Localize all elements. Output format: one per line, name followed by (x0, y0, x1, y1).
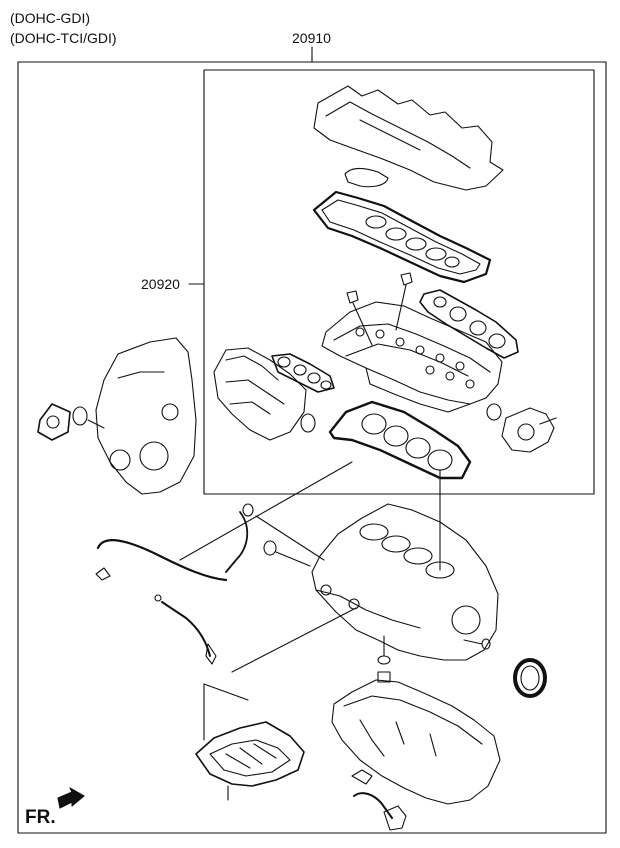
engine-type-line-1: (DOHC-GDI) (10, 10, 91, 26)
front-direction-label: FR. (25, 807, 56, 828)
engine-type-line-2: (DOHC-TCI/GDI) (10, 30, 117, 46)
oil-pan-upper-icon (331, 671, 501, 805)
intake-manifold-gasket-icon (271, 353, 335, 393)
oil-pan-lower-icon (195, 721, 305, 787)
drain-seal-icon (377, 655, 391, 665)
dipstick-icon (154, 594, 217, 665)
part-number-20920[interactable]: 20920 (141, 276, 180, 292)
timing-chain-cover-icon (95, 337, 197, 495)
part-number-20910[interactable]: 20910 (292, 30, 331, 46)
inner-kit-frame (203, 69, 595, 495)
cylinder-head-gasket-icon (328, 400, 472, 480)
block-o-ring-icon (263, 540, 277, 556)
intake-manifold-icon (213, 347, 307, 441)
front-arrow-icon (57, 787, 85, 809)
front-oil-seal-icon (72, 406, 88, 426)
oil-strainer-icon (351, 769, 407, 831)
water-pump-gasket-icon (37, 403, 71, 441)
breather-seal-icon (344, 167, 389, 188)
oil-return-pipe-icon (95, 503, 254, 582)
cylinder-head-icon (321, 301, 503, 413)
cylinder-block-icon (311, 503, 499, 661)
rocker-cover-gasket-icon (312, 190, 492, 284)
outer-kit-frame (17, 61, 607, 834)
o-ring-icon (300, 413, 316, 433)
exhaust-manifold-gasket-icon (419, 289, 519, 359)
thermostat-housing-icon (486, 403, 557, 453)
cylinder-head-cover-icon (313, 85, 504, 191)
rear-crankshaft-seal-icon (513, 658, 547, 698)
